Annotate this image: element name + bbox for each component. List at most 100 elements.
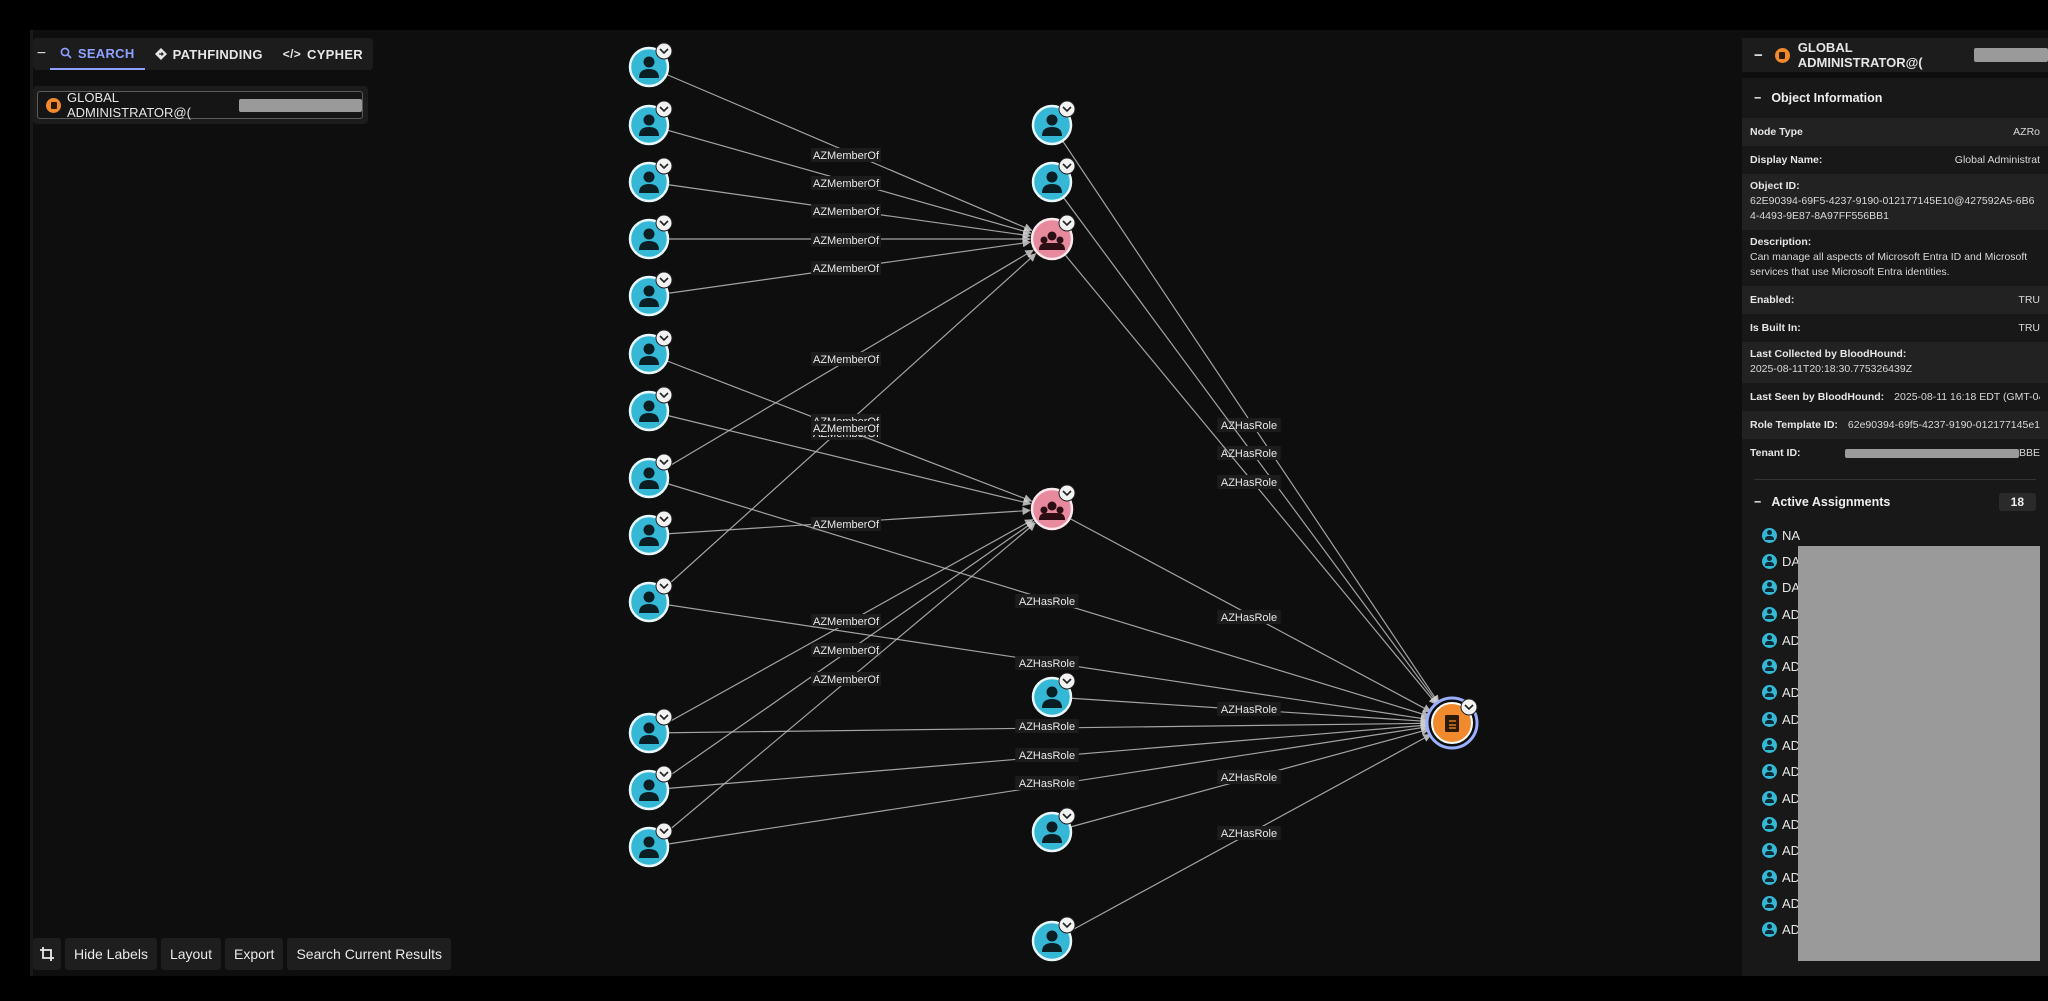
chevron-down-icon [1062,163,1072,170]
expand-badge[interactable] [655,510,673,528]
edge-member[interactable] [648,410,1032,507]
search-current-results-button[interactable]: Search Current Results [287,938,451,970]
user-node[interactable] [1031,100,1076,146]
role-node[interactable] [1425,696,1479,750]
expand-badge[interactable] [655,100,673,118]
user-node[interactable] [628,386,673,432]
assignment-item[interactable]: AD [1742,706,2048,732]
collapse-panel-button[interactable]: − [1754,46,1763,64]
edge-role[interactable] [1051,238,1438,706]
expand-badge[interactable] [1460,698,1478,716]
expand-badge[interactable] [655,42,673,60]
expand-badge[interactable] [655,822,673,840]
collapse-search-button[interactable]: − [36,45,47,62]
chevron-down-icon [659,714,669,721]
layout-button[interactable]: Layout [160,938,221,970]
assignment-item[interactable]: AD [1742,890,2048,916]
export-button[interactable]: Export [224,938,284,970]
user-node[interactable] [1031,916,1076,962]
expand-badge[interactable] [1058,100,1076,118]
prop-is-built-in: Is Built In:TRU [1742,314,2048,342]
expand-badge[interactable] [1058,484,1076,502]
user-node[interactable] [628,42,673,88]
user-node[interactable] [628,765,673,811]
assignment-item[interactable]: AD [1742,653,2048,679]
active-assignments-header[interactable]: − Active Assignments 18 [1742,482,2048,522]
tab-cypher[interactable]: </> CYPHER [273,38,373,70]
edge-label: AZMemberOf [813,354,880,366]
prop-key: Is Built In: [1750,322,1801,334]
assignment-item[interactable]: DA [1742,548,2048,574]
edge-label-background [811,672,881,686]
assignment-item[interactable]: DA [1742,575,2048,601]
group-node[interactable] [1030,484,1076,531]
assignment-item[interactable]: AD [1742,838,2048,864]
assignments-count: 18 [1998,493,2036,511]
edge-label-background [1217,702,1281,716]
expand-badge[interactable] [655,157,673,175]
user-node[interactable] [628,577,673,623]
tab-pathfinding[interactable]: PATHFINDING [145,38,273,70]
assignment-item[interactable]: AD [1742,732,2048,758]
expand-badge[interactable] [655,708,673,726]
user-node[interactable] [628,510,673,556]
edge-role[interactable] [1051,181,1439,705]
user-node[interactable] [628,329,673,375]
expand-badge[interactable] [655,765,673,783]
edge-role[interactable] [1051,124,1440,704]
user-node[interactable] [1031,672,1076,718]
assignment-item[interactable]: AD [1742,680,2048,706]
search-input[interactable]: GLOBAL ADMINISTRATOR@( [37,90,363,120]
user-node[interactable] [628,708,673,754]
graph-canvas[interactable]: AZMemberOfAZMemberOfAZMemberOfAZMemberOf… [30,30,2048,976]
expand-badge[interactable] [655,386,673,404]
edge-label-background [811,421,881,435]
user-node[interactable] [1031,807,1076,853]
assignment-item[interactable]: AD [1742,811,2048,837]
pathfinding-icon [154,48,167,60]
user-node[interactable] [1031,157,1076,203]
edge-label: AZMemberOf [813,616,880,628]
assignment-item[interactable]: AD [1742,864,2048,890]
user-node[interactable] [628,214,673,260]
entity-title: GLOBAL ADMINISTRATOR@( [1797,40,1923,70]
user-icon-body [639,184,659,193]
expand-badge[interactable] [655,329,673,347]
object-information-header[interactable]: − Object Information [1742,78,2048,118]
assignment-item[interactable]: NA [1742,522,2048,548]
search-input-value: GLOBAL ADMINISTRATOR@( [67,90,191,120]
expand-badge[interactable] [655,577,673,595]
chevron-down-icon [659,459,669,466]
chevron-down-icon [659,516,669,523]
left-border [30,30,33,976]
user-node[interactable] [628,100,673,146]
user-icon-head [1046,930,1058,942]
assignment-item[interactable]: AD [1742,627,2048,653]
assignment-item[interactable]: AD [1742,601,2048,627]
expand-badge[interactable] [1058,157,1076,175]
crop-button[interactable] [33,938,61,970]
expand-badge[interactable] [1058,807,1076,825]
assignment-item[interactable]: AD [1742,785,2048,811]
edge-label: AZHasRole [1221,477,1277,489]
group-icon-body [1039,513,1065,520]
hide-labels-button[interactable]: Hide Labels [65,938,157,970]
search-icon [60,47,72,59]
user-node[interactable] [628,822,673,868]
user-icon-head [643,836,655,848]
expand-badge[interactable] [1058,916,1076,934]
assignment-item[interactable]: AD [1742,759,2048,785]
tab-pathfinding-label: PATHFINDING [172,46,263,62]
user-node[interactable] [628,271,673,317]
assignment-item[interactable]: AD [1742,916,2048,942]
expand-badge[interactable] [655,453,673,471]
expand-badge[interactable] [655,214,673,232]
expand-badge[interactable] [1058,214,1076,232]
expand-badge[interactable] [1058,672,1076,690]
group-node[interactable] [1030,214,1076,261]
expand-badge[interactable] [655,271,673,289]
user-node[interactable] [628,453,673,499]
tab-search-label: SEARCH [77,45,135,61]
tab-search[interactable]: SEARCH [49,38,145,70]
user-node[interactable] [628,157,673,203]
